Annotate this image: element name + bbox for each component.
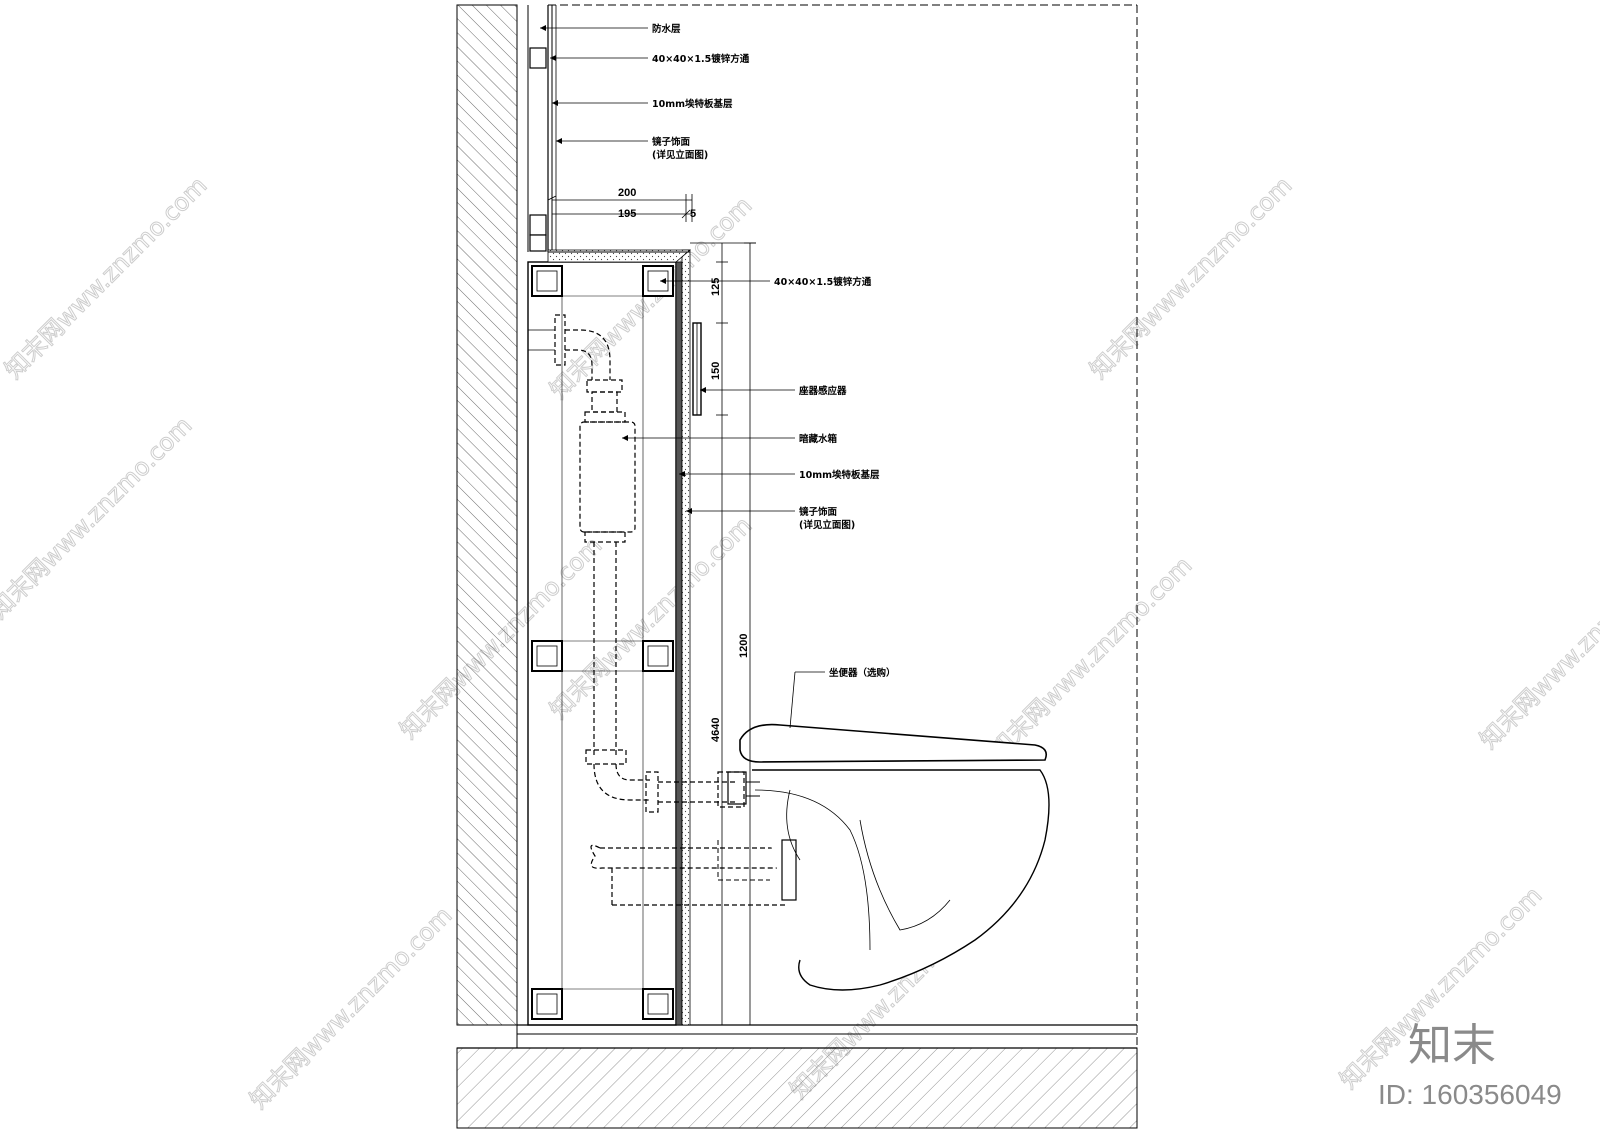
label-mirror-top-note: (详见立面图) — [652, 149, 708, 161]
label-tank: 暗藏水箱 — [799, 433, 838, 445]
label-board-top: 10mm埃特板基层 — [652, 98, 733, 110]
watermark: 知末网www.znzmo.com — [244, 901, 457, 1114]
floor-slab — [456, 1024, 1138, 1129]
cistern-frame — [527, 249, 692, 1026]
dimension-texts: 200 195 5 125 150 1200 4640 — [618, 187, 750, 742]
watermark: 知末网www.znzmo.com — [0, 171, 212, 384]
dim-150: 150 — [710, 362, 722, 380]
dim-5: 5 — [690, 208, 696, 220]
label-steel-tube-mid: 40×40×1.5镀锌方通 — [774, 276, 872, 288]
concealed-cistern-pipes — [528, 314, 790, 906]
dim-4640: 4640 — [710, 718, 722, 742]
upper-wall-lining — [527, 5, 557, 252]
annotations: 防水层 40×40×1.5镀锌方通 10mm埃特板基层 镜子饰面 (详见立面图)… — [652, 23, 896, 679]
label-steel-tube-top: 40×40×1.5镀锌方通 — [652, 53, 750, 65]
structural-wall — [456, 4, 518, 1026]
label-mirror-mid: 镜子饰面 — [799, 506, 838, 518]
brand-mark: 知末 ID: 160356049 — [1378, 1020, 1562, 1110]
dim-125: 125 — [710, 278, 722, 296]
seat-sensor — [692, 322, 702, 416]
label-bidet: 坐便器（选购） — [829, 667, 896, 679]
watermark: 知末网www.znzmo.com — [1084, 171, 1297, 384]
dim-200: 200 — [618, 187, 636, 199]
leader-lines — [540, 27, 825, 729]
dimension-lines — [547, 194, 756, 1026]
dim-1200: 1200 — [738, 634, 750, 658]
label-sensor: 座器感应器 — [798, 385, 847, 397]
watermark: 知末网www.znzmo.com — [984, 551, 1197, 764]
brand-logo: 知末 — [1408, 1020, 1496, 1071]
watermark: 知末网www.znzmo.com — [544, 191, 757, 404]
watermark: 知末网www.znzmo.com — [1474, 541, 1600, 754]
label-board-mid: 10mm埃特板基层 — [799, 469, 880, 481]
label-mirror-top: 镜子饰面 — [652, 136, 691, 148]
section-boundary — [548, 4, 1138, 1048]
dim-195: 195 — [618, 208, 636, 220]
brand-id: ID: 160356049 — [1378, 1079, 1562, 1110]
label-mirror-mid-note: (详见立面图) — [799, 519, 855, 531]
wall-hung-toilet — [727, 723, 1050, 991]
label-waterproof: 防水层 — [652, 23, 681, 35]
leader-arrows — [540, 25, 706, 514]
watermark: 知末网www.znzmo.com — [0, 411, 197, 624]
